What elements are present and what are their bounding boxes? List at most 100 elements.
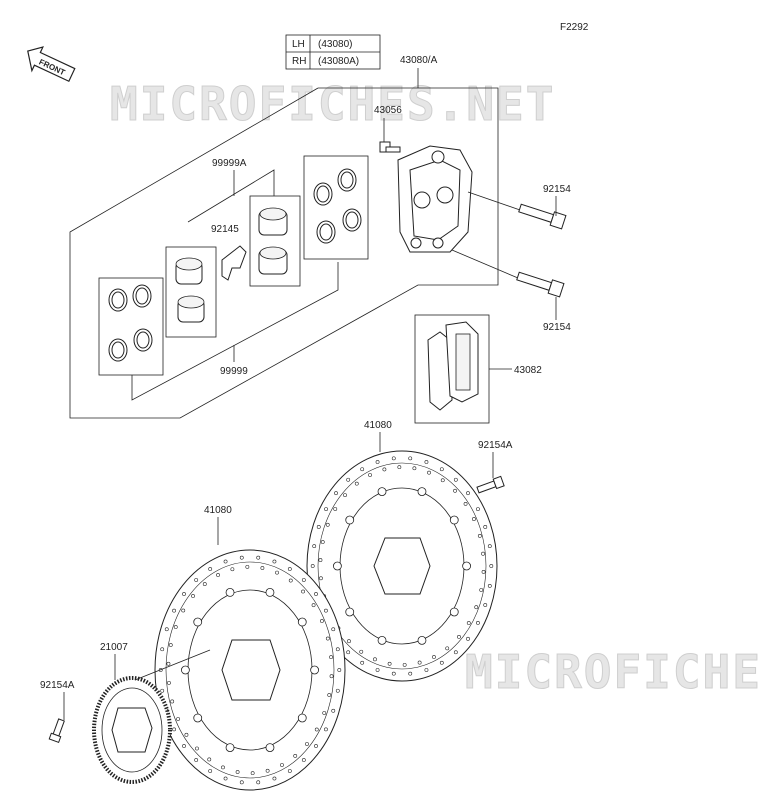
- disc-hole: [354, 481, 359, 486]
- disc-hole: [288, 578, 293, 583]
- callout-sensor-rotor: 21007: [100, 642, 128, 653]
- disc-hole: [424, 460, 429, 464]
- disc-hole: [387, 661, 392, 666]
- callout-seal-kit-a: 99999A: [212, 158, 247, 169]
- sensor-rotor: [92, 676, 172, 784]
- callout-disc-rear: 41080: [364, 420, 392, 431]
- disc-button: [193, 713, 203, 723]
- seal-kit-bracket: [131, 262, 339, 401]
- callout-caliper: 43080/A: [400, 55, 438, 66]
- disc-hole: [343, 493, 347, 498]
- disc-hole: [195, 746, 199, 751]
- disc-hole: [382, 467, 387, 472]
- disc-hole: [424, 668, 429, 672]
- disc-hole: [160, 647, 165, 652]
- callout-sensor-bolt: 92154A: [40, 680, 75, 691]
- disc-button: [297, 713, 307, 723]
- disc-hole: [172, 727, 176, 732]
- disc-hole: [202, 582, 207, 586]
- disc-hole: [481, 551, 485, 556]
- disc-hole: [311, 603, 316, 608]
- disc-hole: [275, 570, 279, 575]
- disc-hole: [280, 763, 284, 767]
- watermark-top: MICROFICHES.NET: [110, 77, 555, 131]
- disc-hole: [457, 634, 461, 639]
- disc-hole: [170, 699, 175, 704]
- disc-hole: [318, 558, 323, 562]
- disc-hole: [466, 636, 470, 641]
- sensor-bolt: [48, 718, 65, 743]
- callout-bolt-lower: 92154: [543, 322, 571, 333]
- disc-hole: [347, 639, 351, 644]
- disc-hole: [245, 564, 250, 569]
- disc-hole: [432, 655, 436, 659]
- disc-bolt-a: [476, 475, 505, 494]
- disc-hole: [301, 758, 306, 762]
- disc-hole: [325, 522, 330, 527]
- disc-hole: [402, 662, 407, 667]
- disc-hole: [256, 555, 261, 560]
- disc-hole: [397, 465, 402, 470]
- disc-hole: [476, 507, 480, 511]
- disc-hole: [375, 460, 380, 464]
- disc-hole: [176, 717, 180, 721]
- disc-hole: [466, 491, 470, 496]
- disc-hole: [272, 776, 277, 781]
- disc-hole: [327, 693, 332, 697]
- disc-hole: [417, 660, 422, 665]
- disc-hole: [301, 589, 305, 594]
- disc-hole: [477, 533, 482, 538]
- disc-hole: [445, 646, 450, 651]
- disc-hole: [265, 768, 270, 773]
- disc-hole: [479, 588, 484, 592]
- disc-hole: [391, 456, 396, 461]
- disc-hole: [301, 578, 306, 582]
- disc-hole: [191, 594, 195, 598]
- disc-hole: [239, 780, 244, 785]
- disc-hole: [207, 757, 212, 762]
- disc-button: [417, 635, 427, 645]
- disc-hole: [408, 671, 413, 676]
- caliper-kit-outline: [69, 87, 499, 419]
- bleeder-valve: [379, 141, 401, 153]
- pad-spring-part: [221, 245, 247, 281]
- disc-hole: [329, 674, 334, 679]
- disc-hole: [319, 576, 323, 581]
- disc-hole: [483, 525, 488, 529]
- callout-disc-front: 41080: [204, 505, 232, 516]
- front-arrow-icon: FRONT: [27, 46, 76, 83]
- disc-button: [332, 561, 342, 571]
- disc-hole: [235, 770, 240, 774]
- disc-hole: [337, 668, 342, 672]
- disc-hole: [250, 771, 255, 776]
- disc-hole: [172, 608, 176, 613]
- disc-hole: [324, 507, 328, 511]
- brake-disc-front: [154, 549, 346, 791]
- disc-hole: [334, 491, 338, 496]
- disc-hole: [314, 744, 318, 748]
- disc-button: [193, 617, 203, 627]
- table-part-lh: (43080): [318, 39, 352, 50]
- disc-hole: [375, 668, 380, 672]
- caliper-bolt-upper: [518, 203, 567, 230]
- disc-hole: [260, 566, 265, 570]
- disc-button: [225, 587, 235, 597]
- disc-hole: [325, 636, 330, 641]
- table-side-rh: RH: [292, 56, 306, 67]
- disc-hole: [487, 544, 492, 549]
- watermark-bottom: MICROFICHES.NET: [465, 645, 761, 699]
- disc-button: [310, 665, 320, 675]
- disc-hole: [310, 564, 315, 568]
- disc-hole: [320, 619, 324, 623]
- disc-hole: [331, 708, 336, 713]
- callout-bleeder: 43056: [374, 105, 402, 116]
- disc-hole: [182, 744, 186, 748]
- disc-hole: [164, 627, 169, 632]
- disc-hole: [324, 727, 328, 732]
- disc-button: [449, 607, 459, 617]
- disc-button: [345, 515, 355, 525]
- callout-pad-set: 43082: [514, 365, 542, 376]
- disc-hole: [346, 477, 351, 482]
- disc-hole: [160, 688, 165, 693]
- disc-hole: [221, 765, 225, 770]
